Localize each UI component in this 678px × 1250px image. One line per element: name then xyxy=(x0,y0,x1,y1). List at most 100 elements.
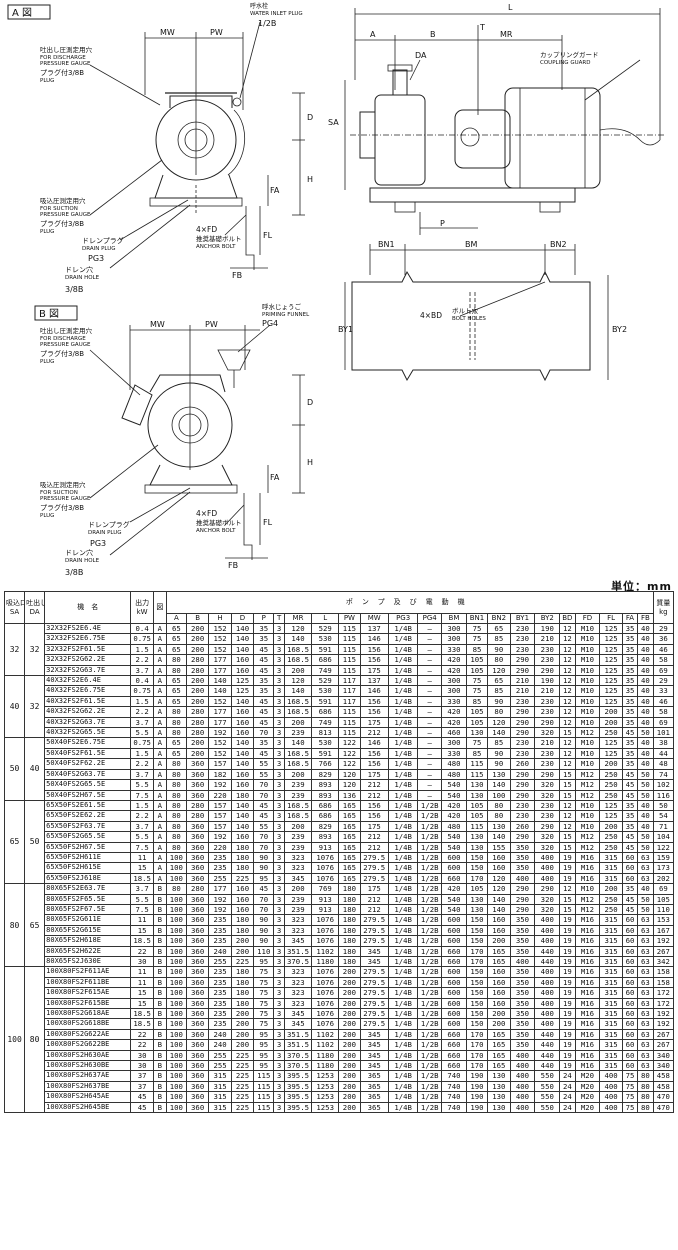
model-cell: 40X32FS2G65.5E xyxy=(44,727,132,739)
value-cell: 46 xyxy=(652,643,675,656)
value-cell: 40 xyxy=(637,810,654,822)
inlet-plug-jp: 呼水栓 xyxy=(250,2,268,10)
value-cell: 458 xyxy=(652,1070,675,1082)
b-dis-gauge-jp: 吐出し圧測定用穴 xyxy=(40,326,93,335)
value-cell: 100 xyxy=(165,1028,187,1041)
value-cell: 3 xyxy=(273,1101,285,1114)
value-cell: 290 xyxy=(509,716,536,729)
value-cell: 240 xyxy=(208,1039,232,1051)
model-cell: 100X80FS2H637AE xyxy=(44,1070,132,1082)
head-group: ポンプ及び電動機 xyxy=(165,591,654,614)
value-cell: 160 xyxy=(487,851,511,864)
value-cell: M10 xyxy=(574,747,601,760)
value-cell: 35 xyxy=(621,810,639,822)
value-cell: 160 xyxy=(487,987,511,999)
value-cell: 30 xyxy=(130,955,154,968)
value-cell: 35 xyxy=(621,685,639,697)
value-cell: 200 xyxy=(283,664,313,677)
model-cell: 80X65FS2H618E xyxy=(44,935,132,947)
dim-mr: MR xyxy=(500,30,513,39)
value-cell: 125 xyxy=(599,643,623,656)
value-cell: 1/2B xyxy=(417,997,443,1010)
value-cell: 12 xyxy=(559,747,576,760)
value-cell: 3 xyxy=(273,945,285,958)
value-cell: 120 xyxy=(487,716,511,729)
value-cell: 165 xyxy=(338,851,361,864)
value-cell: 1/2B xyxy=(417,1091,443,1103)
value-cell: 239 xyxy=(283,831,313,843)
value-cell: 140 xyxy=(230,695,255,708)
value-cell: 130 xyxy=(465,727,489,739)
value-cell: 40 xyxy=(637,633,654,645)
value-cell: 1/4B xyxy=(387,779,419,791)
value-cell: 19 xyxy=(559,976,576,989)
value-cell: 200 xyxy=(230,945,255,958)
value-cell: M10 xyxy=(574,654,601,666)
value-cell: 230 xyxy=(534,706,561,718)
value-cell: 180 xyxy=(338,945,361,958)
dim-d: D xyxy=(307,113,313,122)
value-cell: 480 xyxy=(441,820,467,833)
value-cell: 315 xyxy=(208,1091,232,1103)
model-cell: 100X80FS2G622BE xyxy=(44,1039,132,1051)
value-cell: B xyxy=(152,1049,167,1062)
value-cell: 1/4B xyxy=(387,914,419,926)
value-cell: 192 xyxy=(652,1008,675,1020)
value-cell: 395.5 xyxy=(283,1080,313,1093)
dim-l: L xyxy=(508,3,513,12)
dim-bn1: BN1 xyxy=(378,240,395,249)
value-cell: 740 xyxy=(441,1091,467,1103)
value-cell: 130 xyxy=(465,841,489,853)
value-cell: 3 xyxy=(273,914,285,926)
value-cell: 115 xyxy=(338,622,361,635)
value-cell: 3 xyxy=(273,799,285,812)
value-cell: 7.5 xyxy=(130,789,154,801)
value-cell: 75 xyxy=(465,737,489,749)
value-cell: 80 xyxy=(165,758,187,770)
value-cell: 255 xyxy=(208,872,232,885)
value-cell: 1/4B xyxy=(387,1101,419,1114)
value-cell: 250 xyxy=(599,779,623,791)
value-cell: 351.5 xyxy=(283,945,313,958)
value-cell: 100 xyxy=(165,976,187,989)
value-cell: 140 xyxy=(230,820,255,833)
value-cell: 660 xyxy=(441,1060,467,1072)
value-cell: 1/4B xyxy=(387,924,419,937)
value-cell: 35 xyxy=(253,633,275,645)
value-cell: 1/2B xyxy=(417,966,443,978)
value-cell: 315 xyxy=(599,997,623,1010)
value-cell: 165 xyxy=(487,1060,511,1072)
value-cell: 0.75 xyxy=(130,685,154,697)
value-cell: 168.5 xyxy=(283,758,313,770)
value-cell: 19 xyxy=(559,924,576,937)
value-cell: 75 xyxy=(253,1018,275,1030)
value-cell: 330 xyxy=(441,747,467,760)
value-cell: 212 xyxy=(359,831,389,843)
value-cell: 250 xyxy=(599,841,623,853)
value-cell: 290 xyxy=(509,664,536,677)
value-cell: 180 xyxy=(338,903,361,916)
value-cell: 130 xyxy=(465,779,489,791)
priming-funnel-en: PRIMING FUNNEL xyxy=(262,312,310,318)
value-cell: 660 xyxy=(441,872,467,885)
value-cell: 60 xyxy=(621,914,639,926)
value-cell: 740 xyxy=(441,1101,467,1114)
value-cell: 157 xyxy=(208,758,232,770)
value-cell: 3 xyxy=(273,706,285,718)
value-cell: 29 xyxy=(652,622,675,635)
value-cell: 63 xyxy=(637,1008,654,1020)
pg4-label: PG4 xyxy=(262,319,278,328)
value-cell: 230 xyxy=(509,643,536,656)
value-cell: 130 xyxy=(487,768,511,781)
value-cell: 267 xyxy=(652,1028,675,1041)
value-cell: M10 xyxy=(574,799,601,812)
value-cell: 1/4B xyxy=(387,695,419,708)
value-cell: 80 xyxy=(165,706,187,718)
value-cell: 1/2B xyxy=(417,1060,443,1072)
value-cell: 230 xyxy=(534,758,561,770)
value-cell: — xyxy=(417,622,443,635)
value-cell: 40 xyxy=(637,643,654,656)
value-cell: 63 xyxy=(637,872,654,885)
value-cell: 100 xyxy=(165,1049,187,1062)
